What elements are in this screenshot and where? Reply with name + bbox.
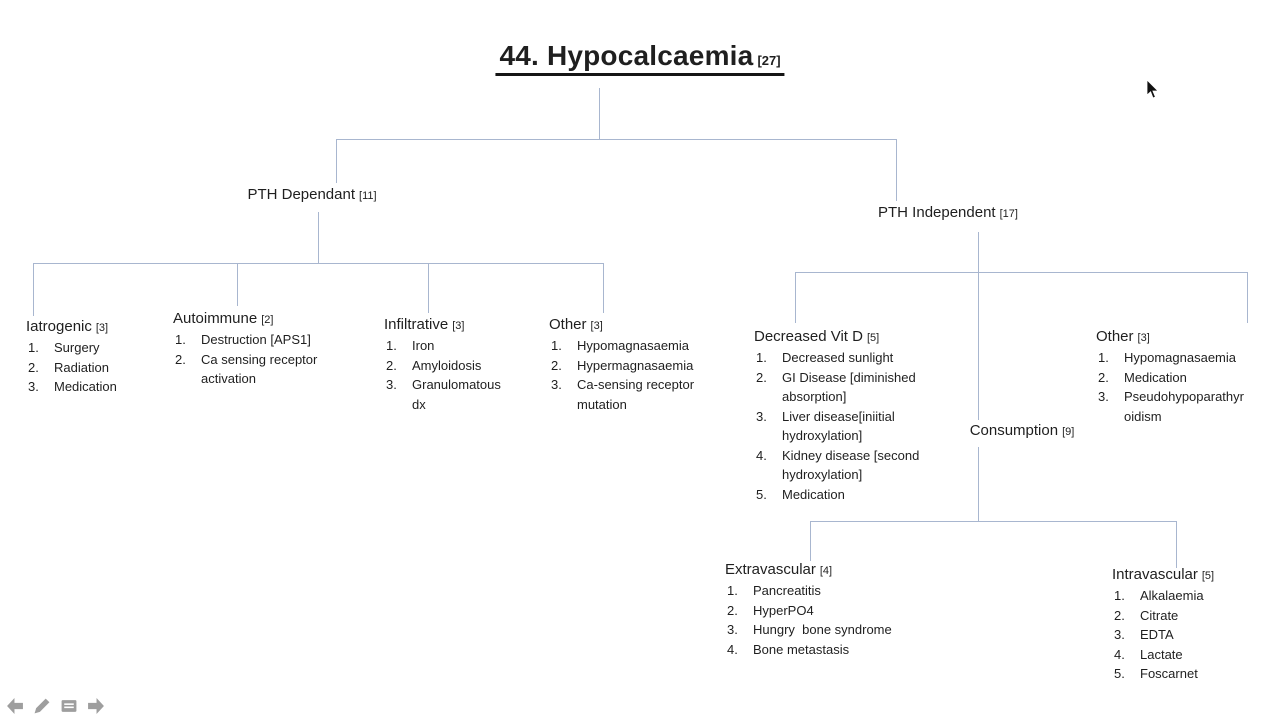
node-pth-dependant-label: PTH Dependant [247, 186, 356, 203]
list-item: Decreased sunlight [756, 348, 894, 367]
connector-line [810, 521, 1177, 522]
list-item: Hypomagnasaemia [1098, 348, 1237, 367]
connector-line [1176, 521, 1177, 568]
node-pth-independent-ref: [17] [999, 208, 1018, 220]
list-item: Surgery [28, 338, 100, 357]
connector-line [810, 521, 811, 561]
slide-menu-icon[interactable] [60, 697, 78, 715]
node-consumption-label: Consumption [969, 422, 1059, 439]
connector-line [336, 139, 337, 183]
list-item: Medication [1098, 368, 1187, 387]
node-pth-dependant-ref: [11] [359, 190, 377, 202]
node-infiltrative-ref: [3] [452, 320, 465, 332]
list-item: Hypomagnasaemia [551, 336, 690, 355]
connector-line [896, 139, 897, 201]
list-item: Hungry bone syndrome [727, 620, 892, 639]
connector-line [795, 272, 1248, 273]
list-item: Medication [28, 377, 117, 396]
mouse-cursor-icon [1146, 79, 1159, 105]
node-other-pth-independent-ref: [3] [1137, 332, 1150, 344]
node-intravascular-ref: [5] [1201, 570, 1215, 582]
list-item: Destruction [APS1] [175, 330, 311, 349]
node-pth-independent-label: PTH Independent [878, 204, 996, 221]
connector-line [978, 447, 979, 521]
node-iatrogenic: Iatrogenic[3] Surgery Radiation Medicati… [26, 318, 146, 397]
pen-icon[interactable] [33, 697, 51, 715]
list-item: Amyloidosis [386, 356, 482, 375]
next-slide-arrow-icon[interactable] [87, 697, 105, 715]
list-item: Liver disease[iniitial hydroxylation] [756, 407, 899, 444]
node-consumption: Consumption[9] [932, 422, 1112, 439]
connector-line [978, 232, 979, 420]
connector-line [603, 263, 604, 313]
node-intravascular: Intravascular[5] Alkalaemia Citrate EDTA… [1112, 566, 1247, 684]
node-pth-independent: PTH Independent[17] [858, 204, 1038, 221]
list-item: Bone metastasis [727, 640, 850, 659]
node-decreased-vit-d-ref: [5] [866, 332, 880, 344]
node-pth-dependant: PTH Dependant[11] [222, 186, 402, 203]
previous-slide-arrow-icon[interactable] [6, 697, 24, 715]
connector-line [1247, 272, 1248, 323]
slide-title-ref: [27] [757, 53, 781, 68]
list-item: EDTA [1114, 625, 1174, 644]
node-decreased-vit-d: Decreased Vit D[5] Decreased sunlight GI… [754, 328, 934, 504]
connector-line [428, 263, 429, 313]
presenter-toolbar [6, 697, 105, 715]
node-extravascular: Extravascular[4] Pancreatitis HyperPO4 H… [725, 561, 920, 659]
node-consumption-ref: [9] [1062, 426, 1075, 438]
node-intravascular-label: Intravascular [1112, 566, 1198, 583]
list-item: Lactate [1114, 645, 1183, 664]
list-item: Foscarnet [1114, 664, 1198, 683]
list-item: Granulomatous dx [386, 375, 505, 412]
list-item: Ca sensing receptor activation [175, 350, 321, 387]
node-iatrogenic-label: Iatrogenic [26, 318, 92, 335]
node-autoimmune: Autoimmune[2] Destruction [APS1] Ca sens… [173, 310, 325, 389]
connector-line [237, 263, 238, 306]
list-item: Medication [756, 485, 845, 504]
list-item: Ca-sensing receptor mutation [551, 375, 698, 412]
list-item: Pancreatitis [727, 581, 821, 600]
list-item: Alkalaemia [1114, 586, 1204, 605]
node-autoimmune-label: Autoimmune [173, 310, 258, 327]
connector-line [336, 139, 897, 140]
list-item: Radiation [28, 358, 109, 377]
node-other-pth-dependant-ref: [3] [590, 320, 603, 332]
node-other-pth-independent-label: Other [1096, 328, 1134, 345]
connector-line [795, 272, 796, 323]
node-iatrogenic-ref: [3] [95, 322, 109, 334]
node-infiltrative: Infiltrative[3] Iron Amyloidosis Granulo… [384, 316, 512, 414]
node-other-pth-independent: Other[3] Hypomagnasaemia Medication Pseu… [1096, 328, 1244, 426]
connector-line [33, 263, 34, 316]
slide-title: 44. Hypocalcaemia[27] [495, 40, 785, 76]
list-item: Iron [386, 336, 435, 355]
list-item: Kidney disease [second hydroxylation] [756, 446, 923, 483]
node-extravascular-ref: [4] [819, 565, 833, 577]
list-item: Citrate [1114, 606, 1179, 625]
list-item: Hypermagnasaemia [551, 356, 694, 375]
node-autoimmune-ref: [2] [261, 314, 274, 326]
node-other-pth-dependant: Other[3] Hypomagnasaemia Hypermagnasaemi… [549, 316, 709, 414]
node-infiltrative-label: Infiltrative [384, 316, 449, 333]
connector-line [599, 88, 600, 140]
list-item: GI Disease [diminished absorption] [756, 368, 920, 405]
list-item: HyperPO4 [727, 601, 814, 620]
node-other-pth-dependant-label: Other [549, 316, 587, 333]
node-extravascular-label: Extravascular [725, 561, 816, 578]
connector-line [33, 263, 604, 264]
connector-line [318, 212, 319, 263]
node-decreased-vit-d-label: Decreased Vit D [754, 328, 863, 345]
slide-title-text: 44. Hypocalcaemia [499, 40, 754, 71]
list-item: Pseudohypoparathyroidism [1098, 387, 1244, 424]
